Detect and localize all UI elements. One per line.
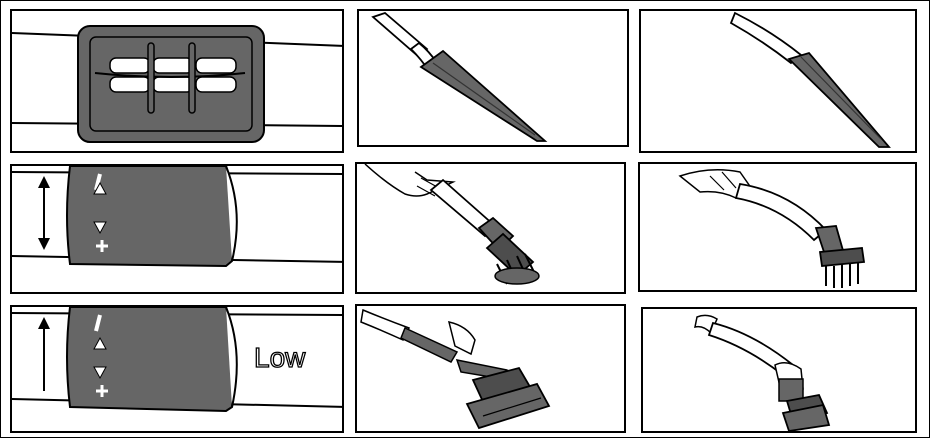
crevice-tool-illustration xyxy=(371,11,548,142)
suction-slider-illustration xyxy=(12,307,342,413)
panel-suction-control-low xyxy=(10,305,344,433)
dusting-brush-illustration xyxy=(364,164,540,285)
panel-handle-grip xyxy=(10,9,344,153)
panel-suction-control-bidirectional xyxy=(10,164,344,294)
dusting-brush-illustration xyxy=(678,169,866,288)
panel-crevice-tool-2 xyxy=(639,9,917,153)
panel-crevice-tool-1 xyxy=(357,9,629,147)
low-suction-label: Low xyxy=(253,341,306,373)
panel-dusting-brush-1 xyxy=(355,162,626,294)
suction-slider-illustration xyxy=(12,166,342,268)
panel-upholstery-tool-2 xyxy=(641,307,917,433)
crevice-tool-illustration xyxy=(729,11,891,148)
panel-dusting-brush-2 xyxy=(638,162,917,292)
handle-grip-illustration xyxy=(12,25,342,143)
panel-upholstery-tool-1 xyxy=(355,304,626,433)
upholstery-tool-illustration xyxy=(360,308,551,430)
upholstery-tool-illustration xyxy=(694,314,831,431)
